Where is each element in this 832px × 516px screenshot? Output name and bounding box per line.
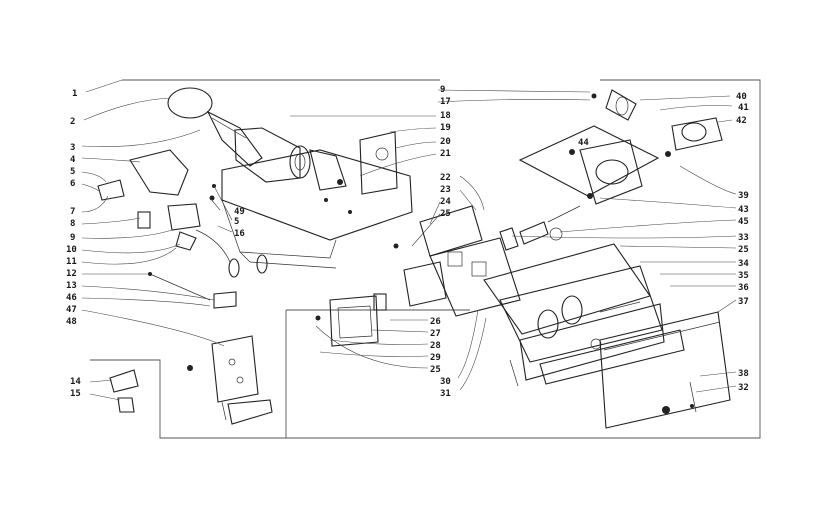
- left-small-parts-drawing: [97, 149, 268, 309]
- callout-18: 18: [440, 111, 451, 121]
- valve-body-drawing: [403, 205, 581, 317]
- main-bracket-drawing: [221, 131, 413, 269]
- front-panel-drawing: [599, 311, 731, 429]
- callout-43: 43: [738, 205, 749, 215]
- callout-26: 26: [430, 317, 441, 327]
- callout-48: 48: [66, 317, 77, 327]
- switch-plate-drawing: [187, 335, 273, 425]
- callout-41: 41: [738, 103, 749, 113]
- callout-46: 46: [66, 293, 77, 303]
- callout-49: 49: [234, 207, 245, 217]
- callout-36: 36: [738, 283, 749, 293]
- callout-9: 9: [70, 233, 75, 243]
- callout-9-top: 9: [440, 85, 445, 95]
- callout-10: 10: [66, 245, 77, 255]
- callout-40: 40: [736, 92, 747, 102]
- callout-15: 15: [70, 389, 81, 399]
- callout-17: 17: [440, 97, 451, 107]
- callout-16: 16: [234, 229, 245, 239]
- callout-21: 21: [440, 149, 451, 159]
- leader-lines: [81, 79, 737, 401]
- callout-5-mid: 5: [234, 217, 239, 227]
- callout-25: 25: [440, 209, 451, 219]
- regulator-assembly-drawing: [518, 89, 723, 205]
- callout-31: 31: [440, 389, 451, 399]
- callout-28: 28: [430, 341, 441, 351]
- callout-34: 34: [738, 259, 749, 269]
- callout-20: 20: [440, 137, 451, 147]
- callout-11: 11: [66, 257, 77, 267]
- callout-30: 30: [440, 377, 451, 387]
- callout-8: 8: [70, 219, 75, 229]
- callout-25-lower: 25: [430, 365, 441, 375]
- callout-32: 32: [738, 383, 749, 393]
- callout-44: 44: [578, 138, 589, 148]
- cylinder-housing-drawing: [234, 127, 347, 191]
- callout-3: 3: [70, 143, 75, 153]
- burner-housing-drawing: [483, 243, 685, 387]
- callout-27: 27: [430, 329, 441, 339]
- callout-29: 29: [430, 353, 441, 363]
- callout-35: 35: [738, 271, 749, 281]
- callout-42: 42: [736, 116, 747, 126]
- callout-33: 33: [738, 233, 749, 243]
- callout-6: 6: [70, 179, 75, 189]
- callout-14: 14: [70, 377, 81, 387]
- gasket-panel-drawing: [315, 243, 399, 347]
- callout-24: 24: [440, 197, 451, 207]
- callout-25-right: 25: [738, 245, 749, 255]
- callout-23: 23: [440, 185, 451, 195]
- callout-4: 4: [70, 155, 76, 165]
- callout-13: 13: [66, 281, 77, 291]
- callout-2: 2: [70, 117, 75, 127]
- fuel-tank-bulb-drawing: [167, 87, 263, 167]
- callout-45: 45: [738, 217, 749, 227]
- callout-5: 5: [70, 167, 75, 177]
- left-connectors-drawing: [109, 369, 139, 413]
- callout-labels: 1 2 3 4 5 6 7 8 9 10 11 12 13 46 47 48 1…: [66, 85, 749, 399]
- callout-12: 12: [66, 269, 77, 279]
- callout-47: 47: [66, 305, 77, 315]
- callout-39: 39: [738, 191, 749, 201]
- callout-1: 1: [72, 89, 77, 99]
- callout-38: 38: [738, 369, 749, 379]
- callout-7: 7: [70, 207, 75, 217]
- callout-22: 22: [440, 173, 451, 183]
- callout-37: 37: [738, 297, 749, 307]
- callout-19: 19: [440, 123, 451, 133]
